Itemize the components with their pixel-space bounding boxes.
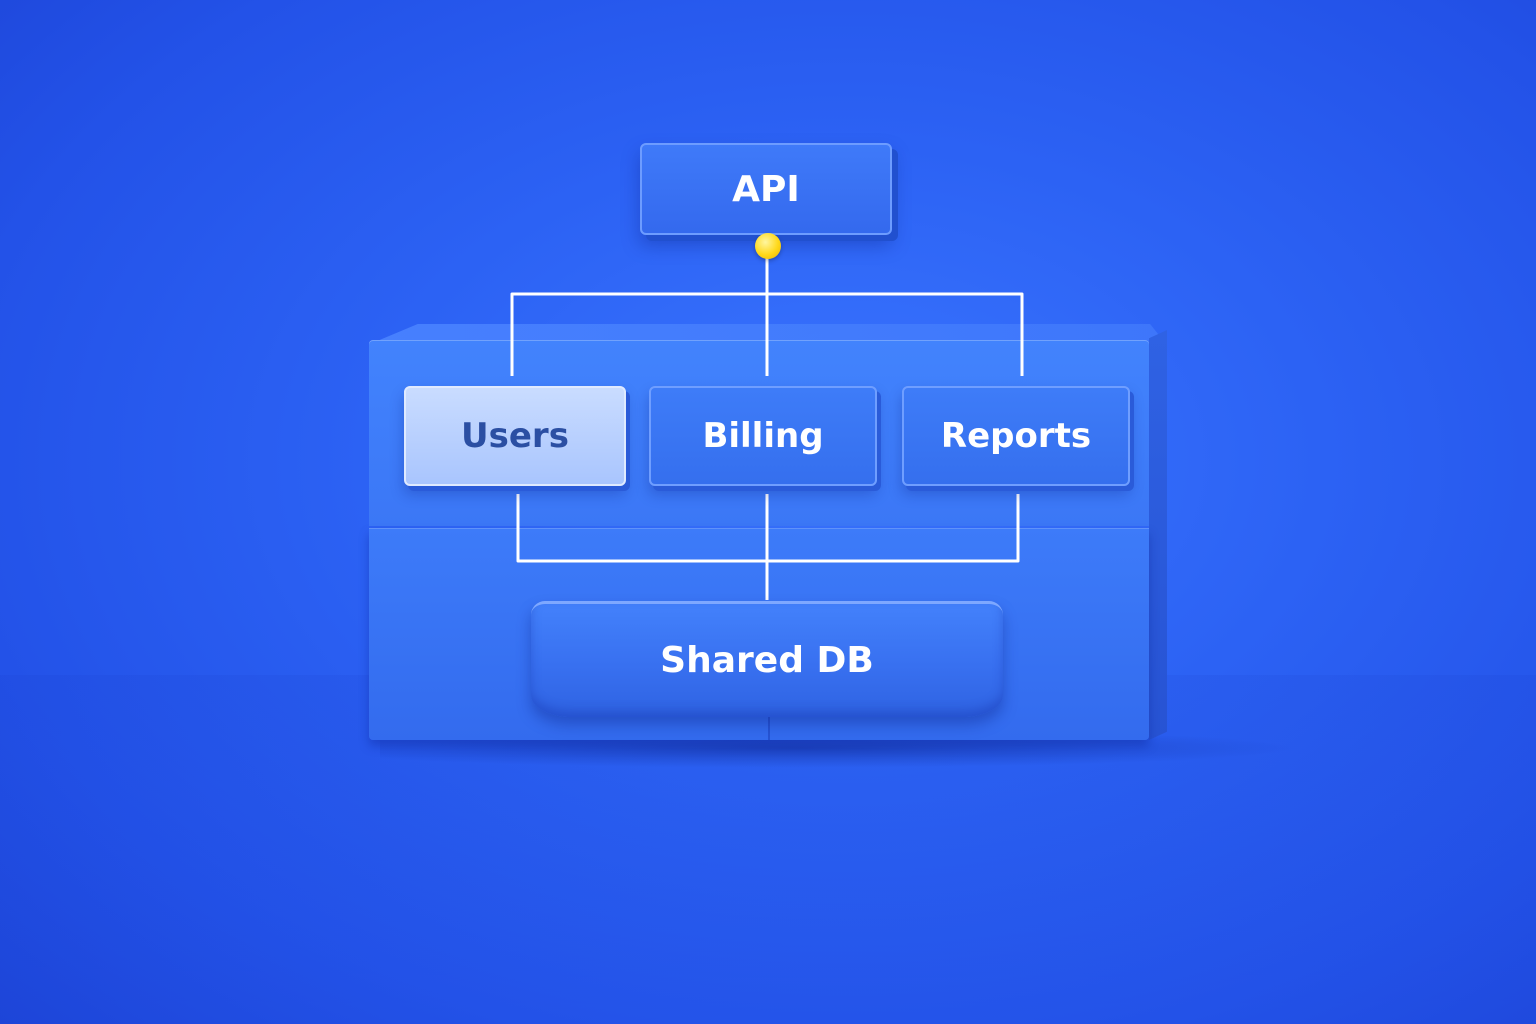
users-node[interactable]: Users (404, 386, 626, 486)
monolith-seam (768, 716, 770, 740)
billing-node-label: Billing (702, 416, 824, 456)
reports-node[interactable]: Reports (902, 386, 1130, 486)
users-node-label: Users (461, 416, 569, 456)
shared-db-node[interactable]: Shared DB (531, 601, 1003, 717)
billing-node[interactable]: Billing (649, 386, 877, 486)
junction-dot (755, 233, 781, 259)
monolith-side-face (1149, 330, 1167, 740)
reports-node-label: Reports (940, 416, 1092, 456)
api-node[interactable]: API (640, 143, 892, 235)
api-node-label: API (732, 168, 800, 210)
shared-db-node-label: Shared DB (660, 640, 874, 681)
